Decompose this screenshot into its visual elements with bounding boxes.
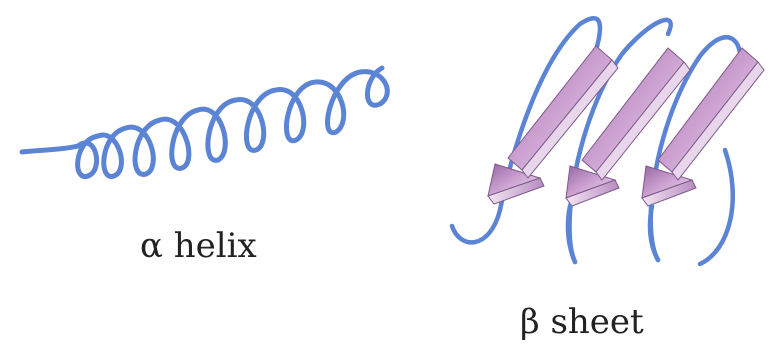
- beta-loop-1: [452, 18, 600, 242]
- beta-loop-right: [700, 150, 733, 264]
- beta-sheet: [452, 18, 764, 264]
- alpha-helix: [22, 68, 387, 177]
- alpha-helix-ribbon: [22, 68, 387, 177]
- beta-sheet-label: β sheet: [520, 302, 644, 342]
- alpha-helix-label: α helix: [140, 226, 257, 266]
